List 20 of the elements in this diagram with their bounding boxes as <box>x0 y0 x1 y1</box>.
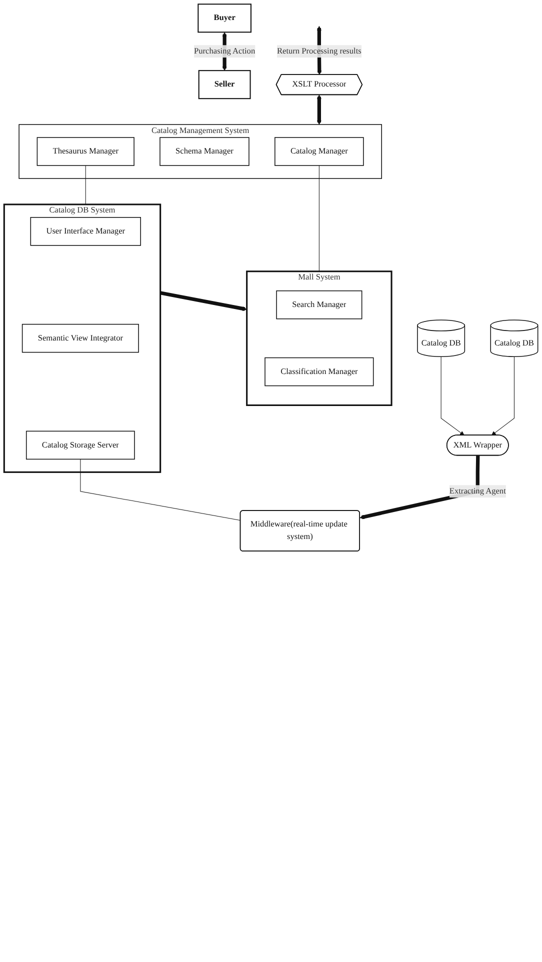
connector <box>318 165 320 272</box>
node-box: User Interface Manager <box>30 217 141 246</box>
node-box: Catalog Storage Server <box>26 430 135 460</box>
edge-label: Purchasing Action <box>194 46 256 56</box>
node-box: Semantic View Integrator <box>22 324 139 353</box>
node-box: Seller <box>198 70 251 100</box>
node-box: Thesaurus Manager <box>36 137 134 166</box>
node-box: Schema Manager <box>160 137 250 166</box>
arrow <box>316 94 322 125</box>
connector <box>85 165 86 205</box>
arrow <box>440 356 464 436</box>
arrow <box>160 291 248 311</box>
arrow <box>491 356 514 436</box>
edge-label: Return Processing results <box>276 46 362 56</box>
node-box: Catalog Manager <box>274 137 364 166</box>
node-box: Buyer <box>198 4 252 33</box>
node-box: Search Manager <box>276 290 362 320</box>
edge-label: Extracting Agent <box>449 486 506 496</box>
connector <box>80 458 241 521</box>
node-box: Classification Manager <box>264 357 374 386</box>
